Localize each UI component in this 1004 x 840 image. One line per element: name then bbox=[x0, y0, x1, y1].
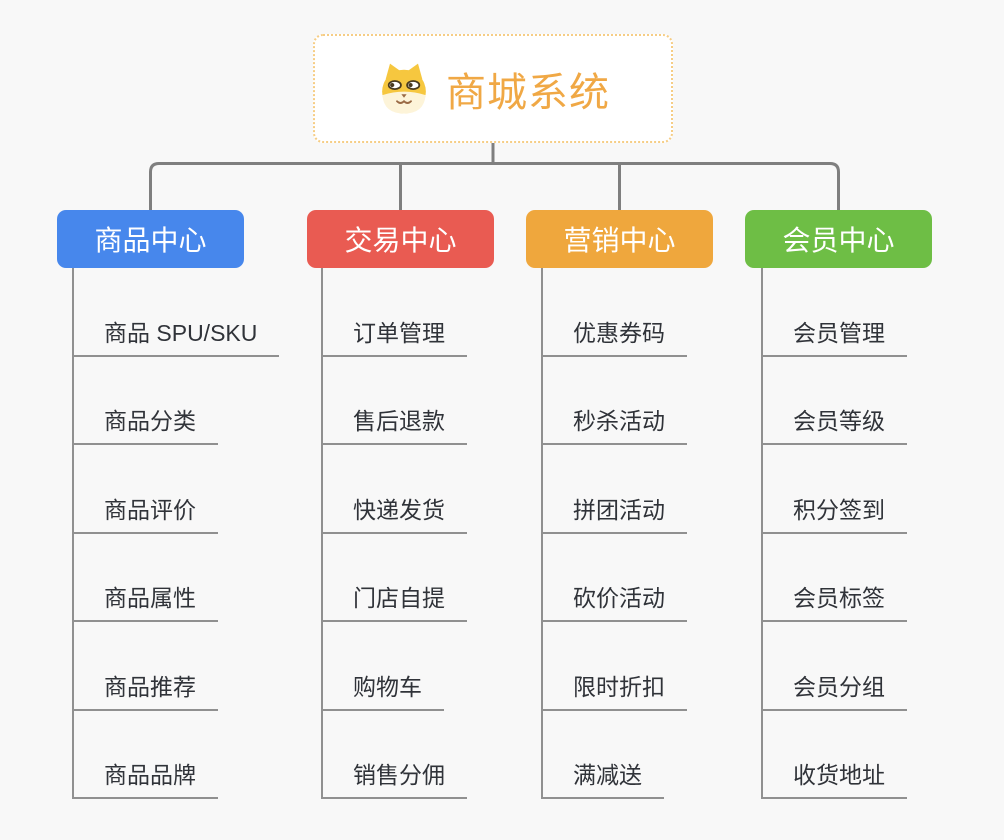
leaf-node[interactable]: 砍价活动 bbox=[543, 534, 687, 622]
branch-column-member: 会员管理 会员等级 积分签到 会员标签 会员分组 收货地址 bbox=[761, 268, 907, 799]
leaf-label: 商品评价 bbox=[74, 491, 218, 534]
leaf-label: 购物车 bbox=[323, 668, 444, 711]
leaf-node[interactable]: 门店自提 bbox=[323, 534, 467, 622]
leaf-label: 砍价活动 bbox=[543, 579, 687, 622]
leaf-label: 商品品牌 bbox=[74, 756, 218, 799]
leaf-label: 商品 SPU/SKU bbox=[74, 314, 280, 357]
leaf-node[interactable]: 会员等级 bbox=[763, 357, 907, 445]
leaf-node[interactable]: 销售分佣 bbox=[323, 711, 467, 799]
leaf-node[interactable]: 商品品牌 bbox=[74, 711, 279, 799]
leaf-label: 秒杀活动 bbox=[543, 402, 687, 445]
bus-line bbox=[149, 162, 840, 210]
leaf-node[interactable]: 商品推荐 bbox=[74, 622, 279, 711]
leaf-label: 会员分组 bbox=[763, 668, 907, 711]
leaf-label: 订单管理 bbox=[323, 314, 467, 357]
leaf-node[interactable]: 满减送 bbox=[543, 711, 687, 799]
leaf-label: 门店自提 bbox=[323, 579, 467, 622]
leaf-node[interactable]: 会员标签 bbox=[763, 534, 907, 622]
leaf-node[interactable]: 购物车 bbox=[323, 622, 467, 711]
leaf-node[interactable]: 会员分组 bbox=[763, 622, 907, 711]
leaf-label: 满减送 bbox=[543, 756, 664, 799]
branch-column-trade: 订单管理 售后退款 快递发货 门店自提 购物车 销售分佣 bbox=[321, 268, 467, 799]
leaf-node[interactable]: 积分签到 bbox=[763, 445, 907, 534]
leaf-label: 收货地址 bbox=[763, 756, 907, 799]
leaf-node[interactable]: 商品 SPU/SKU bbox=[74, 268, 280, 357]
leaf-node[interactable]: 商品分类 bbox=[74, 357, 279, 445]
root-node[interactable]: 商城系统 bbox=[313, 34, 673, 143]
leaf-label: 商品推荐 bbox=[74, 668, 218, 711]
leaf-node[interactable]: 商品评价 bbox=[74, 445, 279, 534]
leaf-node[interactable]: 商品属性 bbox=[74, 534, 279, 622]
leaf-label: 快递发货 bbox=[323, 491, 467, 534]
branch-node-member-center[interactable]: 会员中心 bbox=[745, 210, 932, 268]
leaf-node[interactable]: 限时折扣 bbox=[543, 622, 687, 711]
leaf-label: 积分签到 bbox=[763, 491, 907, 534]
leaf-label: 会员标签 bbox=[763, 579, 907, 622]
leaf-node[interactable]: 优惠券码 bbox=[543, 268, 687, 357]
leaf-node[interactable]: 快递发货 bbox=[323, 445, 467, 534]
leaf-node[interactable]: 会员管理 bbox=[763, 268, 907, 357]
branch-node-marketing-center[interactable]: 营销中心 bbox=[526, 210, 713, 268]
branch-column-marketing: 优惠券码 秒杀活动 拼团活动 砍价活动 限时折扣 满减送 bbox=[541, 268, 687, 799]
leaf-label: 限时折扣 bbox=[543, 668, 687, 711]
branch-node-trade-center[interactable]: 交易中心 bbox=[307, 210, 494, 268]
leaf-label: 售后退款 bbox=[323, 402, 467, 445]
leaf-label: 会员管理 bbox=[763, 314, 907, 357]
leaf-label: 销售分佣 bbox=[323, 756, 467, 799]
leaf-node[interactable]: 秒杀活动 bbox=[543, 357, 687, 445]
leaf-node[interactable]: 拼团活动 bbox=[543, 445, 687, 534]
dog-face-icon bbox=[382, 63, 426, 113]
leaf-label: 优惠券码 bbox=[543, 314, 687, 357]
leaf-label: 拼团活动 bbox=[543, 491, 687, 534]
leaf-label: 商品分类 bbox=[74, 402, 218, 445]
leaf-node[interactable]: 订单管理 bbox=[323, 268, 467, 357]
branch-node-product-center[interactable]: 商品中心 bbox=[57, 210, 244, 268]
leaf-node[interactable]: 售后退款 bbox=[323, 357, 467, 445]
leaf-label: 会员等级 bbox=[763, 402, 907, 445]
leaf-node[interactable]: 收货地址 bbox=[763, 711, 907, 799]
branch-column-product: 商品 SPU/SKU 商品分类 商品评价 商品属性 商品推荐 商品品牌 bbox=[72, 268, 280, 799]
root-title: 商城系统 bbox=[446, 70, 610, 115]
leaf-label: 商品属性 bbox=[74, 579, 218, 622]
